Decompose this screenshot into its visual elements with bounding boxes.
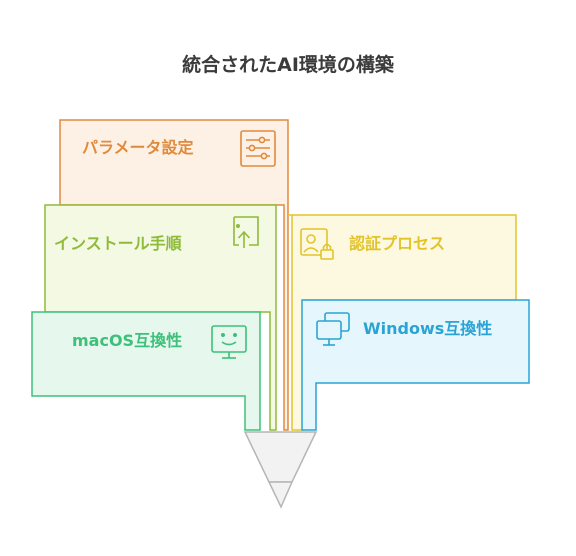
params-label: パラメータ設定	[82, 138, 194, 157]
monitors-icon	[316, 312, 350, 346]
macos-panel	[31, 311, 261, 431]
monitor-smile-icon	[211, 325, 247, 359]
diagram-title: 統合されたAI環境の構築	[182, 54, 394, 76]
user-lock-icon	[300, 228, 334, 260]
auth-label: 認証プロセス	[349, 234, 446, 253]
macos-label: macOS互換性	[72, 331, 183, 350]
upload-icon	[233, 216, 259, 248]
windows-panel	[301, 299, 530, 431]
install-label: インストール手順	[54, 234, 182, 253]
windows-label: Windows互換性	[363, 319, 493, 338]
funnel-top	[243, 431, 318, 483]
funnel-bottom	[267, 481, 294, 509]
sliders-icon	[240, 130, 276, 167]
